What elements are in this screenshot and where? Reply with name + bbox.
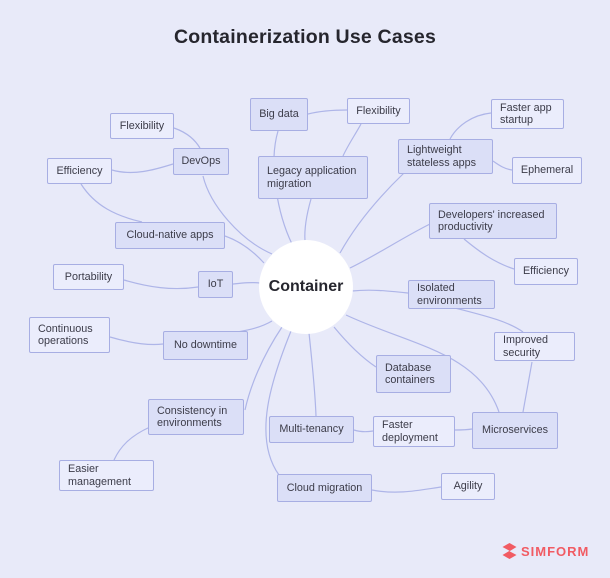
edge-consistency-easier-management — [113, 426, 151, 461]
edge-efficiency-cloud-native — [80, 183, 143, 223]
edge-iot-portability — [123, 279, 199, 290]
node-no-downtime: No downtime — [163, 331, 248, 360]
node-cloud-native-apps: Cloud-native apps — [115, 222, 225, 249]
edge-improved-security-microservices — [522, 361, 533, 413]
node-multi-tenancy: Multi-tenancy — [269, 416, 354, 443]
edge-developers-efficiency — [463, 238, 515, 270]
edge-circle-microservices — [345, 314, 500, 413]
edge-lightweight-faster-startup — [449, 112, 492, 140]
edge-circle-cloud-migration — [265, 330, 292, 476]
node-lightweight-stateless-apps: Lightweight stateless apps — [398, 139, 493, 174]
edge-circle-devops — [202, 175, 273, 255]
node-isolated-environments: Isolated environments — [408, 280, 495, 309]
node-legacy-application-migration: Legacy application migration — [258, 156, 368, 199]
node-cloud-migration: Cloud migration — [277, 474, 372, 502]
edge-cloud-migration-agility — [371, 486, 442, 493]
node-iot: IoT — [198, 271, 233, 298]
center-node-container: Container — [259, 240, 353, 334]
node-continuous-operations: Continuous operations — [29, 317, 110, 353]
node-easier-management: Easier management — [59, 460, 154, 491]
node-consistency-in-environments: Consistency in environments — [148, 399, 244, 435]
edge-circle-cloud-native — [224, 235, 265, 264]
edge-efficiency-devops — [111, 163, 174, 174]
edge-faster-deployment-microservices — [454, 428, 473, 431]
edge-lightweight-ephemeral — [492, 160, 513, 171]
node-developers-increased-productivity: Developers' increased productivity — [429, 203, 557, 239]
node-faster-app-startup: Faster app startup — [491, 99, 564, 129]
edge-circle-developers-productivity — [349, 223, 431, 269]
simform-s-icon — [502, 543, 517, 559]
node-efficiency-right: Efficiency — [514, 258, 578, 285]
center-node-label: Container — [268, 278, 344, 295]
node-microservices: Microservices — [472, 412, 558, 449]
edge-circle-legacy-migration — [304, 198, 312, 242]
node-agility: Agility — [441, 473, 495, 500]
node-portability: Portability — [53, 264, 124, 290]
node-ephemeral: Ephemeral — [512, 157, 582, 184]
edge-circle-iot — [232, 281, 261, 285]
edge-big-data-flexibility — [307, 109, 348, 115]
node-big-data: Big data — [250, 98, 308, 131]
edge-isolated-improved-security — [454, 307, 524, 333]
edge-no-downtime-continuous-ops — [109, 336, 164, 346]
edge-circle-isolated-environments — [351, 289, 409, 294]
edge-circle-consistency — [244, 326, 283, 411]
edge-circle-lightweight-stateless — [339, 172, 405, 254]
page-title: Containerization Use Cases — [173, 26, 437, 48]
edge-flexibility-legacy — [342, 123, 362, 157]
brand-logo: SIMFORM — [502, 543, 589, 559]
node-flexibility-top-left: Flexibility — [110, 113, 174, 139]
edge-flexibility-devops — [173, 127, 201, 149]
edge-multi-tenancy-faster-deployment — [353, 429, 374, 433]
node-flexibility-top-right: Flexibility — [347, 98, 410, 124]
node-faster-deployment: Faster deployment — [373, 416, 455, 447]
edge-circle-database-containers — [333, 326, 377, 368]
edge-circle-multi-tenancy — [308, 332, 317, 417]
node-database-containers: Database containers — [376, 355, 451, 393]
node-devops: DevOps — [173, 148, 229, 175]
node-improved-security: Improved security — [494, 332, 575, 361]
brand-logo-text: SIMFORM — [521, 543, 590, 559]
node-efficiency-top-left: Efficiency — [47, 158, 112, 184]
